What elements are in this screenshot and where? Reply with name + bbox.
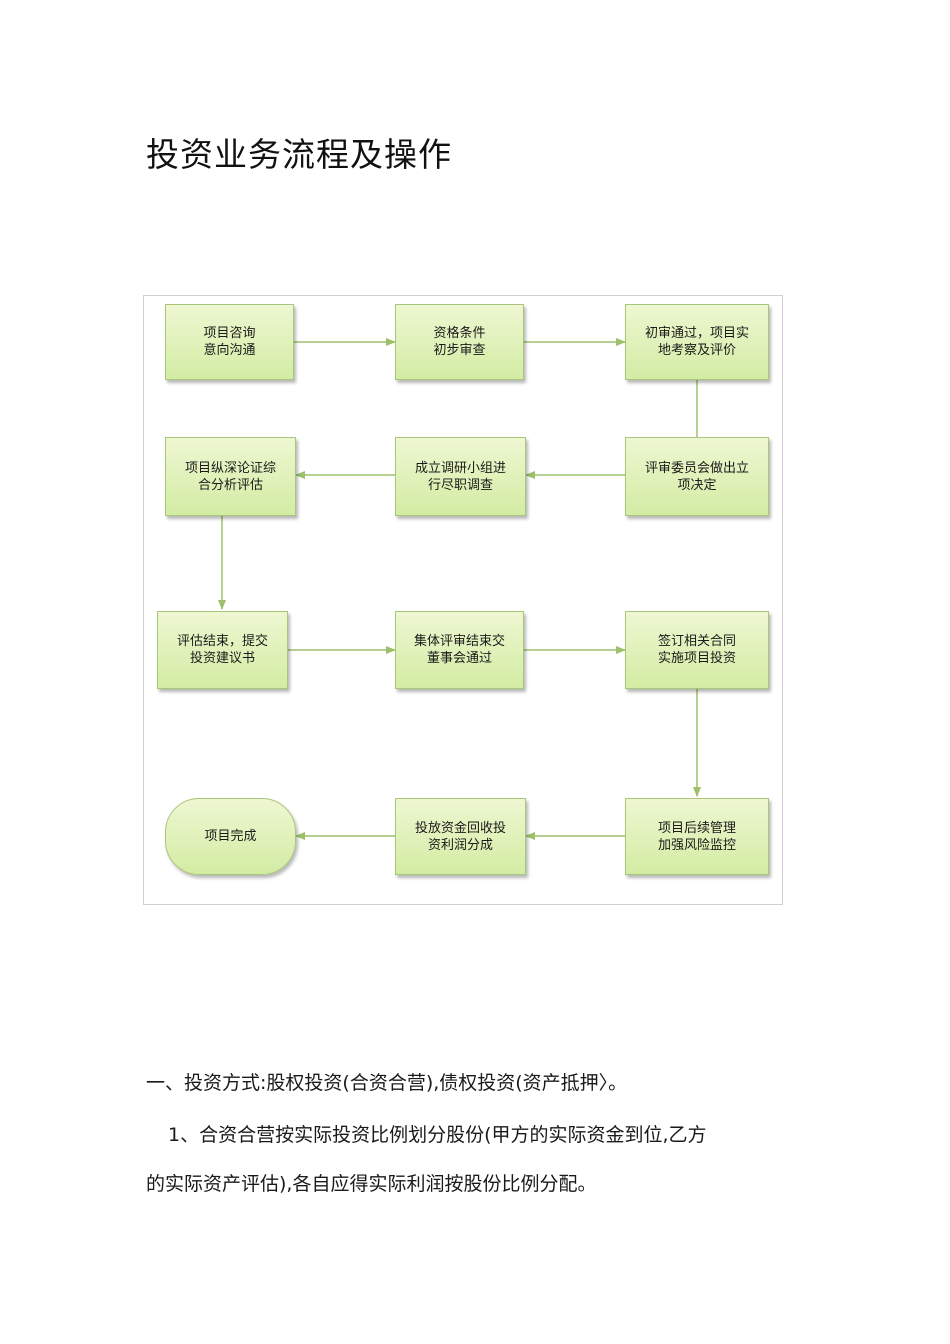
- box-line: 资利润分成: [427, 837, 493, 853]
- box-line: 集体评审结束交: [413, 634, 505, 649]
- box-in-depth-evaluation: 项目纵深论证综合分析评估: [165, 437, 296, 516]
- flow-arrows: [218, 338, 701, 840]
- box-line: 加强风险监控: [657, 837, 736, 853]
- box-line: 项目后续管理: [657, 820, 736, 836]
- box-line: 项目咨询: [203, 326, 256, 341]
- box-line: 项决定: [677, 477, 717, 493]
- investment-flowchart: 项目咨询意向沟通 资格条件初步审查 初审通过，项目实地考察及评价 项目纵深论证综…: [143, 295, 783, 905]
- page-title: 投资业务流程及操作: [146, 135, 452, 174]
- box-follow-up-management: 项目后续管理加强风险监控: [625, 798, 769, 875]
- box-line: 意向沟通: [203, 343, 256, 358]
- box-investment-proposal: 评估结束，提交投资建议书: [157, 611, 288, 689]
- box-line: 投资建议书: [189, 651, 255, 666]
- paragraph-joint-venture-line1: 1、合资合营按实际投资比例划分股份(甲方的实际资金到位,乙方: [168, 1124, 707, 1146]
- box-line: 实施项目投资: [657, 651, 736, 666]
- box-line: 合分析评估: [197, 477, 263, 493]
- box-line: 资格条件: [433, 326, 486, 341]
- box-due-diligence: 成立调研小组进行尽职调查: [395, 437, 526, 516]
- box-board-approval: 集体评审结束交董事会通过: [395, 611, 524, 689]
- box-sign-contract: 签订相关合同实施项目投资: [625, 611, 769, 689]
- box-line: 项目完成: [204, 829, 257, 844]
- box-line: 项目纵深论证综: [184, 460, 276, 476]
- box-line: 成立调研小组进: [414, 460, 506, 476]
- paragraph-joint-venture-line2: 的实际资产评估),各自应得实际利润按股份比例分配。: [146, 1173, 597, 1195]
- box-fund-recovery: 投放资金回收投资利润分成: [395, 798, 526, 875]
- section-heading-investment-methods: 一、投资方式:股权投资(合资合营),债权投资(资产抵押〉。: [146, 1072, 628, 1094]
- box-line: 评估结束，提交: [176, 634, 268, 649]
- box-line: 行尽职调查: [427, 477, 493, 493]
- box-qualification-review: 资格条件初步审查: [395, 304, 524, 380]
- box-committee-decision: 评审委员会做出立项决定: [625, 437, 769, 516]
- box-site-inspection: 初审通过，项目实地考察及评价: [625, 304, 769, 380]
- box-project-consultation: 项目咨询意向沟通: [165, 304, 294, 380]
- box-line: 初审通过，项目实: [644, 326, 749, 341]
- box-line: 投放资金回收投: [414, 820, 506, 836]
- box-line: 初步审查: [433, 343, 486, 358]
- box-line: 评审委员会做出立: [644, 460, 749, 476]
- box-line: 地考察及评价: [657, 343, 736, 358]
- box-project-complete: 项目完成: [165, 798, 296, 875]
- box-line: 签订相关合同: [657, 634, 736, 649]
- box-line: 董事会通过: [426, 651, 492, 666]
